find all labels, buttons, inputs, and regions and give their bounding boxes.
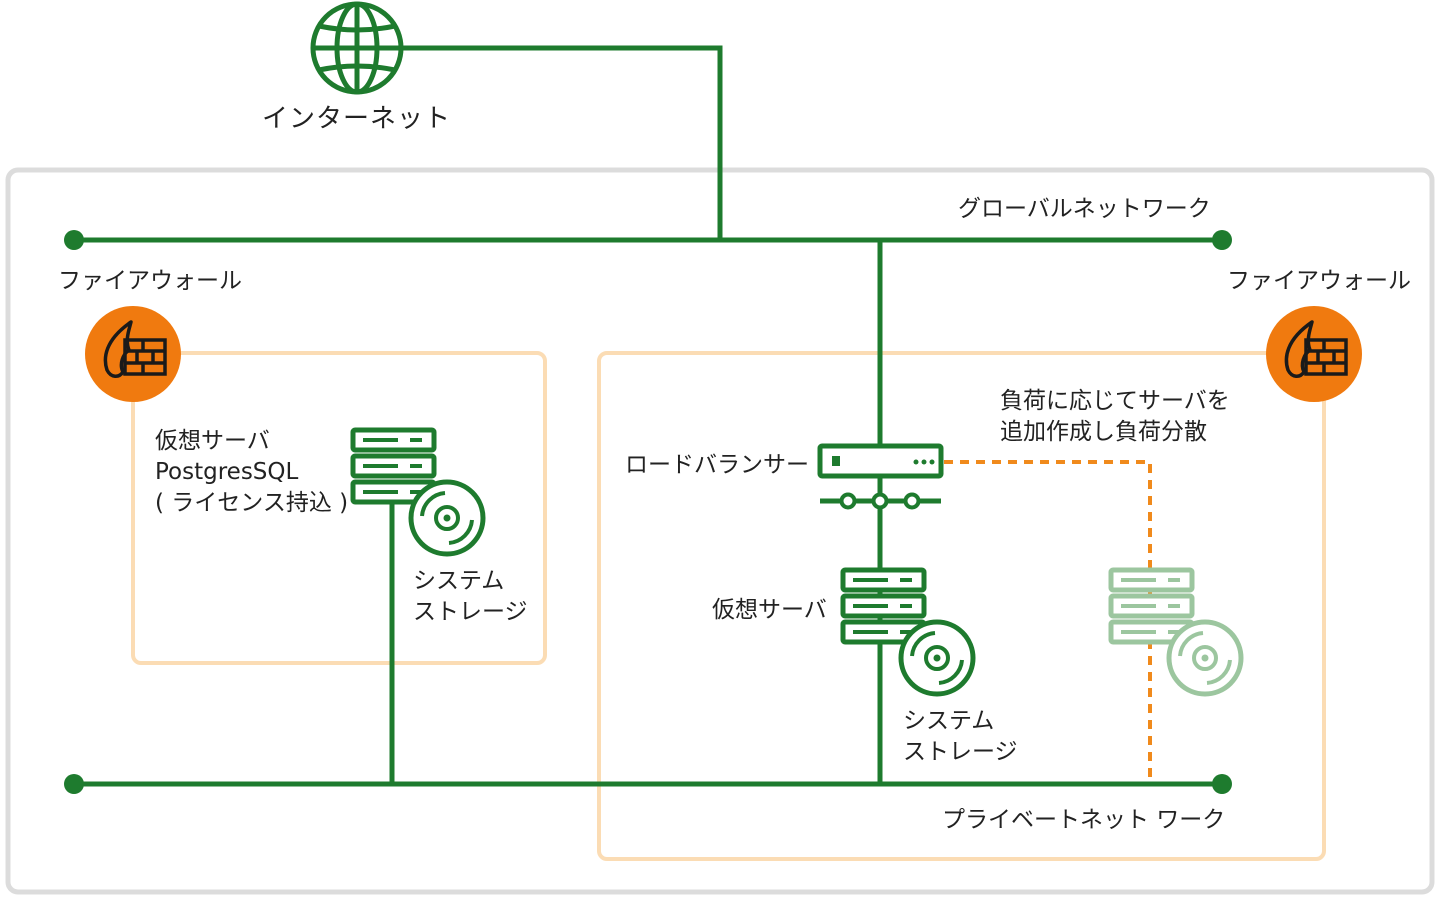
left-server-label-line: PostgresSQL [155, 459, 299, 485]
left-storage-label: システム ストレージ [413, 566, 528, 628]
right-storage-label-line: システム [903, 708, 995, 734]
global-network-endpoint-right [1212, 230, 1232, 250]
left-storage-label-line: システム [413, 568, 505, 594]
scale-note-line: 負荷に応じてサーバを [1000, 388, 1230, 414]
disk-icon [901, 622, 973, 694]
scaled-disk-icon [1169, 622, 1241, 694]
global-network-label: グローバルネットワーク [958, 196, 1211, 222]
scale-note-line: 追加作成し負荷分散 [1000, 419, 1207, 445]
firewall-zone-left [131, 351, 547, 665]
right-storage-label: システム ストレージ [903, 706, 1018, 768]
scale-note-label: 負荷に応じてサーバを 追加作成し負荷分散 [1000, 386, 1230, 448]
firewall-zone-right [597, 351, 1326, 861]
left-server-label: 仮想サーバ PostgresSQL ( ライセンス持込 ) [155, 426, 348, 519]
private-network-endpoint-left [64, 774, 84, 794]
private-network-label: プライベートネット ワーク [942, 807, 1226, 833]
private-network-endpoint-right [1212, 774, 1232, 794]
load-balancer-icon [817, 443, 944, 510]
internet-uplink [380, 45, 723, 240]
global-network-endpoint-left [64, 230, 84, 250]
scale-out-dashed-link [944, 460, 1152, 784]
firewall-icon [83, 304, 183, 404]
left-server-label-line: 仮想サーバ [155, 428, 270, 454]
firewall-label-left: ファイアウォール [58, 268, 242, 294]
left-server-label-line: ( ライセンス持込 ) [155, 490, 349, 516]
left-storage-label-line: ストレージ [413, 599, 528, 625]
right-server-label: 仮想サーバ [712, 597, 827, 623]
disk-icon [411, 482, 483, 554]
firewall-icon [1264, 304, 1364, 404]
globe-icon [310, 1, 404, 95]
firewall-label-right: ファイアウォール [1227, 268, 1411, 294]
load-balancer-label: ロードバランサー [625, 452, 809, 478]
right-storage-label-line: ストレージ [903, 739, 1018, 765]
internet-label: インターネット [262, 104, 452, 134]
